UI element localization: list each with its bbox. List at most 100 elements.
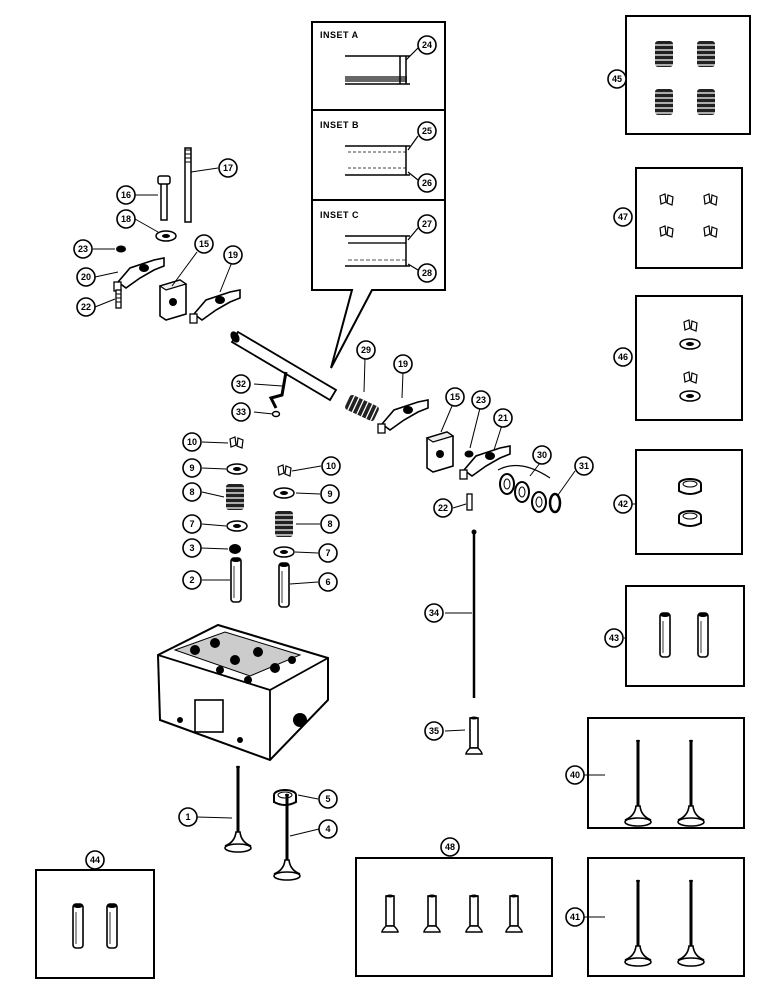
- callout-20: 20: [76, 267, 96, 287]
- callout-circle: [182, 538, 202, 558]
- callout-number: 41: [570, 912, 580, 922]
- callout-circle: [231, 402, 251, 422]
- callout-10: 10: [321, 456, 341, 476]
- callout-number: 9: [189, 463, 194, 473]
- callout-24: 24: [417, 35, 437, 55]
- callout-7: 7: [318, 543, 338, 563]
- callout-number: 35: [429, 726, 439, 736]
- callout-9: 9: [320, 484, 340, 504]
- callout-circle: [471, 390, 491, 410]
- callout-45: 45: [607, 69, 627, 89]
- callout-circle: [218, 158, 238, 178]
- callout-number: 10: [187, 437, 197, 447]
- callout-circle: [604, 628, 624, 648]
- callout-number: 1: [185, 812, 190, 822]
- insets-panel: INSET A INSET B INSET C: [311, 21, 446, 369]
- callout-number: 25: [422, 126, 432, 136]
- callout-number: 7: [325, 548, 330, 558]
- callout-number: 2: [189, 575, 194, 585]
- callout-number: 9: [327, 489, 332, 499]
- callout-number: 43: [609, 633, 619, 643]
- callout-circle: [565, 907, 585, 927]
- callout-15: 15: [445, 387, 465, 407]
- callout-31: 31: [574, 456, 594, 476]
- callout-circle: [574, 456, 594, 476]
- callout-number: 21: [498, 413, 508, 423]
- kit-box-41: [587, 857, 745, 977]
- callout-circle: [231, 374, 251, 394]
- callout-circle: [433, 498, 453, 518]
- callout-circle: [417, 214, 437, 234]
- callout-44: 44: [85, 850, 105, 870]
- inset-a-bushing: [345, 55, 410, 85]
- callout-circle: [320, 514, 340, 534]
- callout-circle: [318, 543, 338, 563]
- callout-number: 19: [398, 359, 408, 369]
- callout-16: 16: [116, 185, 136, 205]
- callout-23: 23: [471, 390, 491, 410]
- callout-number: 8: [189, 487, 194, 497]
- callout-41: 41: [565, 907, 585, 927]
- callout-number: 19: [228, 250, 238, 260]
- callout-27: 27: [417, 214, 437, 234]
- callout-22: 22: [76, 297, 96, 317]
- callout-number: 24: [422, 40, 432, 50]
- callout-26: 26: [417, 173, 437, 193]
- callout-19: 19: [393, 354, 413, 374]
- callout-number: 45: [612, 74, 622, 84]
- callout-circle: [182, 570, 202, 590]
- cylinder-head: [156, 623, 329, 762]
- callout-circle: [318, 789, 338, 809]
- callout-18: 18: [116, 209, 136, 229]
- callout-40: 40: [565, 765, 585, 785]
- callout-circle: [318, 819, 338, 839]
- callout-circle: [417, 121, 437, 141]
- callout-circle: [393, 354, 413, 374]
- callout-number: 23: [78, 244, 88, 254]
- callout-number: 6: [325, 577, 330, 587]
- callout-number: 48: [445, 842, 455, 852]
- callout-circle: [440, 837, 460, 857]
- callout-circle: [417, 173, 437, 193]
- callout-number: 23: [476, 395, 486, 405]
- inset-b-bushing: [345, 145, 410, 176]
- callout-circle: [424, 603, 444, 623]
- callout-number: 42: [618, 499, 628, 509]
- callout-46: 46: [613, 347, 633, 367]
- callout-6: 6: [318, 572, 338, 592]
- callout-number: 3: [189, 543, 194, 553]
- callout-47: 47: [613, 207, 633, 227]
- callout-number: 44: [90, 855, 100, 865]
- callout-circle: [318, 572, 338, 592]
- callout-number: 15: [450, 392, 460, 402]
- kit-box-44: [35, 869, 155, 979]
- callout-25: 25: [417, 121, 437, 141]
- inset-c-title: INSET C: [320, 210, 359, 220]
- callout-circle: [445, 387, 465, 407]
- callout-number: 33: [236, 407, 246, 417]
- callout-circle: [417, 263, 437, 283]
- callout-48: 48: [440, 837, 460, 857]
- callout-circle: [613, 494, 633, 514]
- callout-number: 5: [325, 794, 330, 804]
- callout-circle: [493, 408, 513, 428]
- callout-4: 4: [318, 819, 338, 839]
- callout-circle: [76, 267, 96, 287]
- callout-19: 19: [223, 245, 243, 265]
- callout-number: 10: [326, 461, 336, 471]
- callout-number: 17: [223, 163, 233, 173]
- callout-2: 2: [182, 570, 202, 590]
- callout-8: 8: [182, 482, 202, 502]
- callout-circle: [532, 445, 552, 465]
- callout-circle: [194, 234, 214, 254]
- callout-33: 33: [231, 402, 251, 422]
- callout-3: 3: [182, 538, 202, 558]
- callout-number: 32: [236, 379, 246, 389]
- callout-34: 34: [424, 603, 444, 623]
- callout-number: 34: [429, 608, 439, 618]
- callout-number: 22: [81, 302, 91, 312]
- callout-5: 5: [318, 789, 338, 809]
- callout-28: 28: [417, 263, 437, 283]
- callout-number: 18: [121, 214, 131, 224]
- callout-number: 8: [327, 519, 332, 529]
